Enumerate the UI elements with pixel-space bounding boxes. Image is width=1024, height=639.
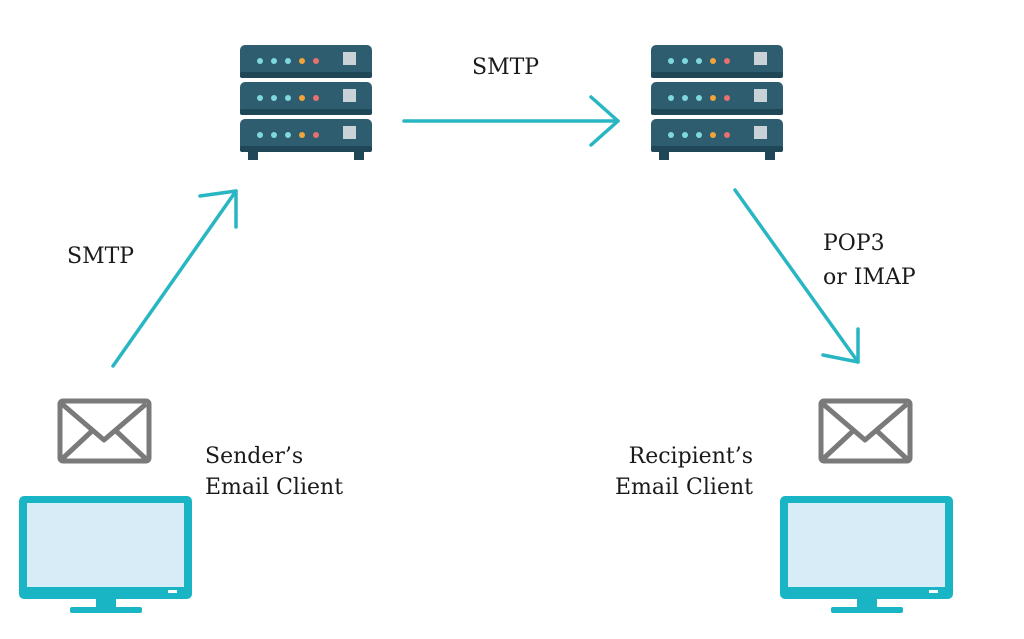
smtp-label-top: SMTP [472,55,539,80]
sender-monitor-icon [19,496,192,613]
recipient-label-line2: Email Client [615,475,753,500]
sender-server-icon [240,45,372,160]
server-foot [765,152,775,160]
recipient-server-icon [651,45,783,160]
server-unit [651,119,783,152]
server-foot [659,152,669,160]
server-unit [240,82,372,115]
arrow-server-to-server [402,95,620,147]
server-unit [651,45,783,78]
recipient-label-line1: Recipient’s [629,444,753,469]
server-foot [248,152,258,160]
sender-label-line1: Sender’s [205,444,303,469]
arrow-client-to-server [111,189,238,368]
sender-label-line2: Email Client [205,475,343,500]
server-unit [651,82,783,115]
pop3-label-line2: or IMAP [823,265,916,290]
sender-envelope-icon [57,398,152,464]
smtp-label-left: SMTP [67,244,134,269]
pop3-label-line1: POP3 [823,231,885,256]
server-unit [240,45,372,78]
arrow-server-to-client [733,188,860,364]
recipient-monitor-icon [780,496,953,613]
server-foot [354,152,364,160]
server-unit [240,119,372,152]
recipient-envelope-icon [818,398,913,464]
